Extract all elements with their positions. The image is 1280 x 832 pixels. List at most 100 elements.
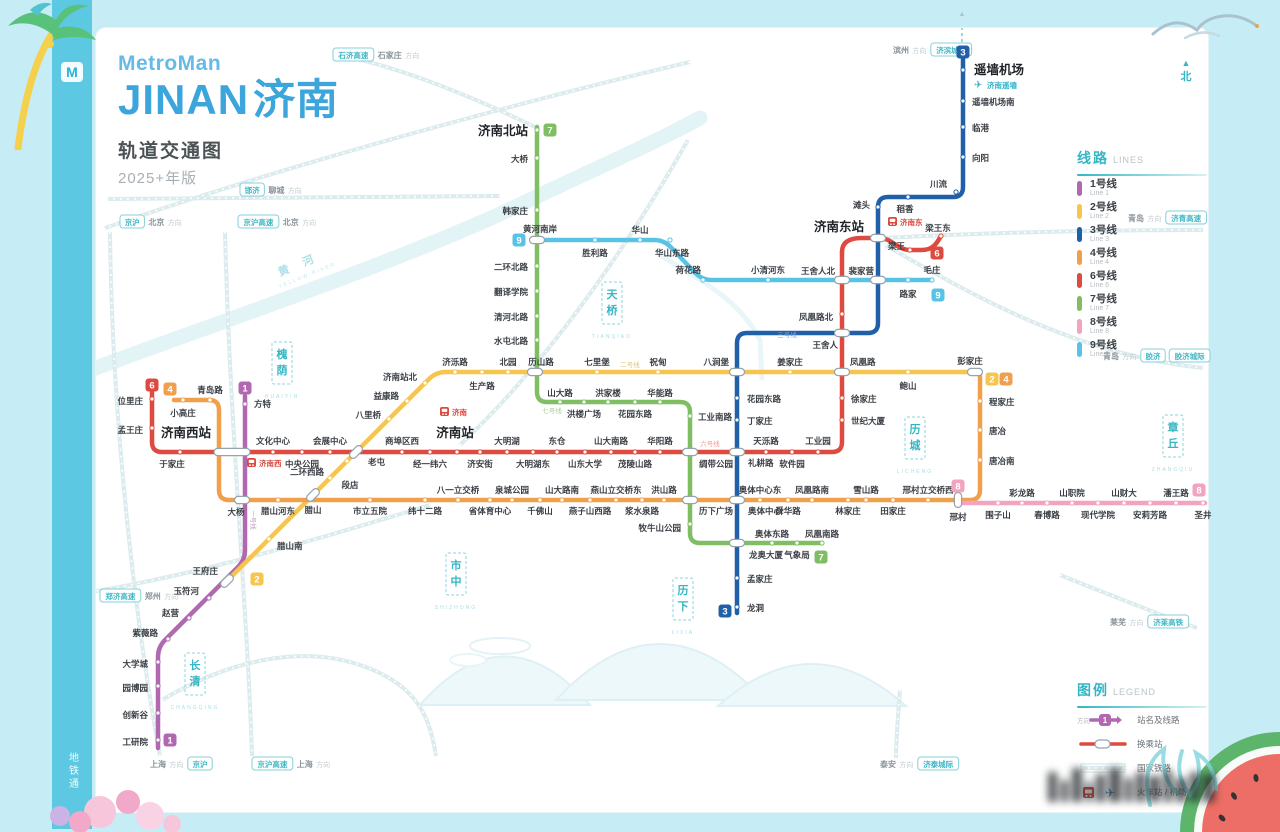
map-subtitle: 轨道交通图	[118, 141, 224, 162]
station-label-龙洞: 龙洞	[746, 603, 765, 613]
train-icon-wheel	[442, 413, 444, 416]
station-label-泉城公园: 泉城公园	[494, 485, 529, 495]
line-3-badge-number: 3	[960, 47, 965, 58]
station-label-腊山: 腊山	[304, 505, 321, 515]
railway-badge-text: 济滨城际	[936, 45, 966, 55]
mountain-silhouette	[715, 663, 909, 707]
railway-direction-city: 聊城	[268, 185, 284, 195]
station-山大路	[557, 399, 563, 405]
station-label-潘王路: 潘王路	[1163, 488, 1189, 498]
railway-line-ticks	[161, 655, 437, 757]
railway-direction-word: 方向	[288, 186, 302, 195]
railway-line	[108, 231, 162, 757]
station-孟家庄	[734, 575, 740, 581]
station-洪家楼	[605, 399, 611, 405]
transfer-station-王府庄	[220, 574, 234, 588]
line-color-swatch	[1077, 203, 1082, 219]
station-大明湖东	[530, 449, 536, 455]
station-天泺路	[763, 449, 769, 455]
line-name-tag: 三号线	[777, 330, 797, 339]
station-工业园	[815, 449, 821, 455]
railway-direction-city: 莱芜	[1110, 617, 1126, 627]
station-label-凤凰南路: 凤凰南路	[805, 529, 840, 539]
railway-direction-word: 方向	[168, 218, 182, 227]
station-圣井	[1200, 500, 1206, 506]
city-title-zh: 济南	[253, 76, 340, 123]
station-label-凤凰路南: 凤凰路南	[795, 485, 830, 495]
line-3-badge	[956, 45, 970, 59]
station-label-滩头: 滩头	[853, 200, 871, 210]
railway-direction-word: 方向	[1122, 352, 1136, 361]
station-label-济南西站: 济南西站	[161, 425, 212, 440]
railway-badge-text: 济青高速	[1171, 213, 1201, 223]
north-arrow-icon: ▲	[1182, 58, 1191, 68]
station-label-小清河东: 小清河东	[750, 265, 786, 275]
railway-line	[347, 55, 538, 130]
station-label-花园东路: 花园东路	[618, 409, 653, 419]
north-label: 北	[1181, 69, 1192, 83]
station-东仓	[554, 449, 560, 455]
station-label-大明湖: 大明湖	[494, 436, 520, 446]
station-label-大明湖东: 大明湖东	[516, 459, 551, 469]
station-label-济泺路: 济泺路	[442, 357, 468, 367]
station-生产路	[479, 369, 485, 375]
station-label-奥体东路: 奥体东路	[754, 529, 790, 539]
brand-name: MetroMan	[118, 52, 222, 75]
station-祝甸	[655, 369, 661, 375]
station-临港	[960, 124, 966, 130]
railway-line	[96, 503, 431, 600]
station-label-路家: 路家	[899, 289, 917, 299]
metro-line-3	[734, 50, 966, 616]
station-小清河东	[765, 277, 771, 283]
railway-direction-label: 上海方向京沪	[150, 756, 213, 771]
line-4-badge	[163, 382, 177, 396]
district-border	[672, 577, 694, 621]
station-label-邢村立交桥西: 邢村立交桥西	[901, 485, 954, 495]
district-border	[904, 416, 926, 460]
watermelon-decoration	[1180, 732, 1280, 832]
divider	[1077, 174, 1207, 176]
railway-station-name: 济南西	[259, 458, 282, 468]
station-段店	[344, 458, 350, 464]
station-label-花园东路: 花园东路	[747, 394, 782, 404]
station-label-黄河南岸: 黄河南岸	[523, 224, 558, 234]
station-工研院	[155, 737, 161, 743]
railway-direction-word: 方向	[316, 760, 330, 769]
station-遥墙机场	[960, 67, 966, 73]
station-label-大学城: 大学城	[122, 659, 148, 669]
railway-direction-city: 郑州	[145, 591, 161, 601]
station-潘王路	[1173, 500, 1179, 506]
line-2-badge	[985, 372, 999, 386]
railway-line	[223, 231, 254, 757]
district-name: 荫	[277, 363, 288, 377]
railway-badge	[1140, 348, 1166, 363]
station-千佛山	[537, 497, 543, 503]
train-icon-wheel	[249, 464, 251, 467]
station-会展中心	[327, 449, 333, 455]
station-春博路	[1044, 500, 1050, 506]
yellow-river	[96, 110, 708, 380]
station-label-会展中心: 会展中心	[312, 436, 348, 446]
transfer-station-济南东站	[869, 233, 887, 243]
station-label-现代学院: 现代学院	[1081, 510, 1116, 520]
railway-direction-label: 青岛方向胶济胶济城际	[1103, 348, 1211, 363]
north-compass: ▲北	[1181, 58, 1192, 83]
station-label-位里庄: 位里庄	[117, 396, 143, 406]
railway-badge-text: 京沪	[193, 759, 208, 769]
transfer-station-王舍人北	[833, 275, 851, 285]
line-name-tag: 七号线	[542, 406, 562, 415]
district-border	[601, 281, 623, 325]
railway-direction-label: 青岛方向济青高速	[1128, 210, 1208, 225]
station-徐家庄	[839, 395, 845, 401]
line-4-badge-number: 4	[167, 384, 173, 395]
station-牧牛山公园	[687, 521, 693, 527]
district-name: 桥	[607, 303, 619, 317]
station-label-梁王东: 梁王东	[924, 223, 951, 233]
